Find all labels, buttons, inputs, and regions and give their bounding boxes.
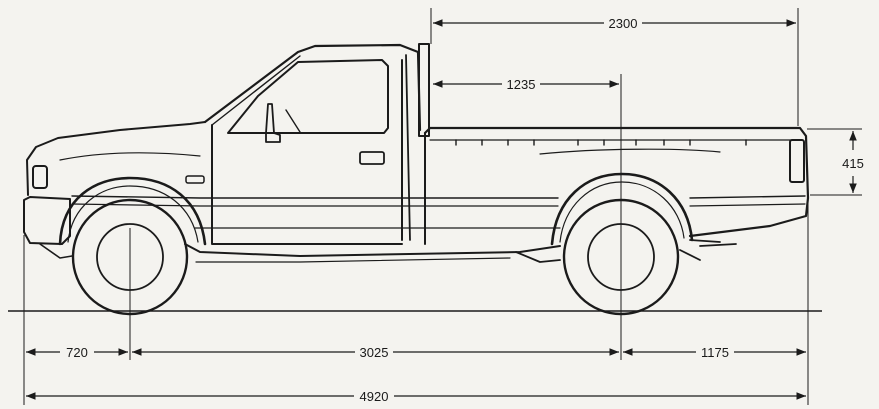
side-window xyxy=(227,59,389,134)
front-bumper xyxy=(23,196,71,245)
rear-axle-to-cab-label: 1235 xyxy=(507,77,536,92)
front-wheel-arch xyxy=(58,176,207,246)
dimension-bed-length: 2300 xyxy=(433,16,796,31)
cab-door xyxy=(211,59,403,245)
overall-length-label: 4920 xyxy=(360,389,389,404)
bed-height-label: 415 xyxy=(842,156,864,171)
body-trim xyxy=(71,195,806,199)
exhaust xyxy=(515,239,737,263)
front-fascia xyxy=(26,121,206,196)
dimension-front-overhang: 720 xyxy=(26,345,128,360)
side-mirror xyxy=(265,103,281,143)
bed-length-label: 2300 xyxy=(609,16,638,31)
dimension-wheelbase: 3025 xyxy=(132,345,619,360)
front-tire xyxy=(71,198,189,316)
tail-light xyxy=(789,139,805,183)
rear-tire xyxy=(562,198,680,316)
pickup-truck-side-view xyxy=(23,43,810,316)
rear-overhang-label: 1175 xyxy=(701,345,729,360)
side-marker xyxy=(185,175,205,184)
front-overhang-label: 720 xyxy=(66,345,88,360)
dimension-overall-length: 4920 xyxy=(26,389,806,404)
headlight xyxy=(32,165,48,189)
dimension-rear-axle-to-cab: 1235 xyxy=(433,77,619,92)
cargo-bed xyxy=(423,126,810,238)
dimension-bed-height: 415 xyxy=(842,131,864,193)
rear-wheel-arch xyxy=(550,172,694,246)
dimension-rear-overhang: 1175 xyxy=(623,345,806,360)
door-handle xyxy=(359,151,385,165)
rocker-panel xyxy=(184,243,561,257)
wheelbase-label: 3025 xyxy=(360,345,389,360)
rear-rim xyxy=(587,223,655,291)
